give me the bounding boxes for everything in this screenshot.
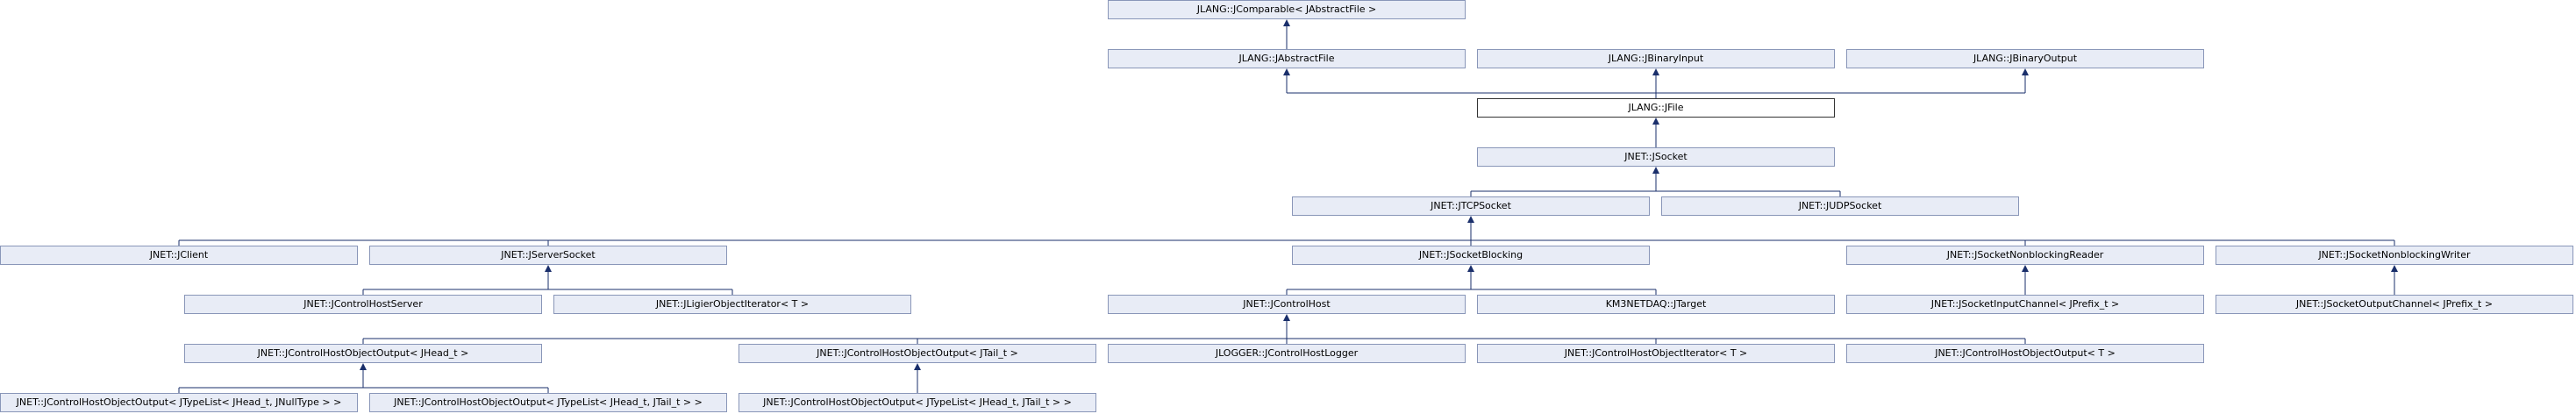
node-jnet-jsocketblocking[interactable]: JNET::JSocketBlocking — [1292, 246, 1650, 265]
inheritance-arrowhead — [914, 363, 921, 370]
node-jlang-jcomparable[interactable]: JLANG::JComparable< JAbstractFile > — [1108, 0, 1466, 19]
inheritance-arrowhead — [1283, 19, 1290, 26]
node-jnet-jcontrolhostobjectoutput-jtail[interactable]: JNET::JControlHostObjectOutput< JTail_t … — [739, 344, 1096, 363]
node-jnet-jcontrolhost[interactable]: JNET::JControlHost — [1108, 295, 1466, 314]
node-jnet-judpsocket[interactable]: JNET::JUDPSocket — [1661, 196, 2019, 216]
node-jnet-jsocketnonblockingreader[interactable]: JNET::JSocketNonblockingReader — [1846, 246, 2204, 265]
inheritance-arrowhead — [2022, 265, 2029, 272]
node-jlang-jbinaryoutput[interactable]: JLANG::JBinaryOutput — [1846, 49, 2204, 68]
node-jnet-jcontrolhostobjectoutput-typelist-jtail-b[interactable]: JNET::JControlHostObjectOutput< JTypeLis… — [739, 393, 1096, 412]
node-jnet-jsocketinputchannel[interactable]: JNET::JSocketInputChannel< JPrefix_t > — [1846, 295, 2204, 314]
node-jnet-jligierobjectiterator[interactable]: JNET::JLigierObjectIterator< T > — [553, 295, 911, 314]
node-jnet-jsocketoutputchannel[interactable]: JNET::JSocketOutputChannel< JPrefix_t > — [2216, 295, 2573, 314]
inheritance-arrowhead — [1467, 265, 1474, 272]
node-jnet-jcontrolhostobjectoutput-typelist-jtail-a[interactable]: JNET::JControlHostObjectOutput< JTypeLis… — [369, 393, 727, 412]
node-jnet-jcontrolhostserver[interactable]: JNET::JControlHostServer — [184, 295, 542, 314]
inheritance-arrowhead — [360, 363, 367, 370]
inheritance-arrowhead — [2391, 265, 2398, 272]
node-jnet-jcontrolhostobjectoutput-t[interactable]: JNET::JControlHostObjectOutput< T > — [1846, 344, 2204, 363]
inheritance-arrowhead — [545, 265, 552, 272]
inheritance-arrowhead — [1283, 68, 1290, 75]
node-jnet-jcontrolhostobjectoutput-typelist-jnulltype[interactable]: JNET::JControlHostObjectOutput< JTypeLis… — [0, 393, 358, 412]
node-jlang-jfile[interactable]: JLANG::JFile — [1477, 98, 1835, 118]
node-jnet-jtcpsocket[interactable]: JNET::JTCPSocket — [1292, 196, 1650, 216]
node-jnet-jserversocket[interactable]: JNET::JServerSocket — [369, 246, 727, 265]
node-km3netdaq-jtarget[interactable]: KM3NETDAQ::JTarget — [1477, 295, 1835, 314]
node-jnet-jcontrolhostobjectoutput-jhead[interactable]: JNET::JControlHostObjectOutput< JHead_t … — [184, 344, 542, 363]
inheritance-arrowhead — [1652, 167, 1659, 174]
inheritance-arrowhead — [1652, 118, 1659, 125]
node-jlogger-jcontrolhostlogger[interactable]: JLOGGER::JControlHostLogger — [1108, 344, 1466, 363]
node-jnet-jsocket[interactable]: JNET::JSocket — [1477, 147, 1835, 167]
node-jlang-jabstractfile[interactable]: JLANG::JAbstractFile — [1108, 49, 1466, 68]
node-jnet-jcontrolhostobjectiterator[interactable]: JNET::JControlHostObjectIterator< T > — [1477, 344, 1835, 363]
inheritance-arrowhead — [1652, 68, 1659, 75]
inheritance-arrowhead — [1283, 314, 1290, 321]
inheritance-arrowhead — [2022, 68, 2029, 75]
node-jnet-jclient[interactable]: JNET::JClient — [0, 246, 358, 265]
inheritance-arrowhead — [1467, 216, 1474, 223]
node-jnet-jsocketnonblockingwriter[interactable]: JNET::JSocketNonblockingWriter — [2216, 246, 2573, 265]
node-jlang-jbinaryinput[interactable]: JLANG::JBinaryInput — [1477, 49, 1835, 68]
